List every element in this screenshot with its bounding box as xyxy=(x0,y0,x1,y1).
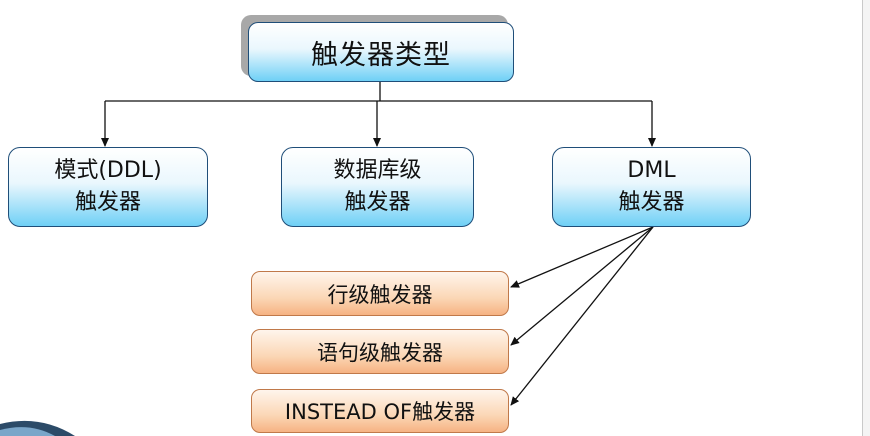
node-ddl-trigger: 模式(DDL) 触发器 xyxy=(8,147,208,227)
arrow-to-statement-level xyxy=(510,226,654,346)
node-row-level-label: 行级触发器 xyxy=(327,282,433,307)
node-dml-trigger: DML 触发器 xyxy=(552,147,751,227)
slide-corner-decoration xyxy=(0,420,75,436)
node-database-line1: 数据库级 xyxy=(333,158,422,183)
arrow-to-instead-of xyxy=(510,226,654,406)
slide-right-strip xyxy=(863,0,870,436)
node-ddl-line1: 模式(DDL) xyxy=(54,158,162,183)
root-node-label: 触发器类型 xyxy=(311,39,451,71)
node-statement-level-trigger: 语句级触发器 xyxy=(251,329,509,374)
node-statement-level-label: 语句级触发器 xyxy=(317,340,443,365)
node-dml-line1: DML xyxy=(627,158,676,183)
node-row-level-trigger: 行级触发器 xyxy=(251,271,509,316)
slide-right-border xyxy=(862,0,863,436)
node-dml-line2: 触发器 xyxy=(618,190,685,215)
node-instead-of-trigger: INSTEAD OF触发器 xyxy=(251,389,509,433)
node-ddl-line2: 触发器 xyxy=(74,190,141,215)
node-instead-of-label: INSTEAD OF触发器 xyxy=(284,400,476,424)
arrow-to-row-level xyxy=(510,226,654,288)
node-database-trigger: 数据库级 触发器 xyxy=(281,147,474,227)
root-node: 触发器类型 xyxy=(248,22,514,82)
node-database-line2: 触发器 xyxy=(344,190,411,215)
